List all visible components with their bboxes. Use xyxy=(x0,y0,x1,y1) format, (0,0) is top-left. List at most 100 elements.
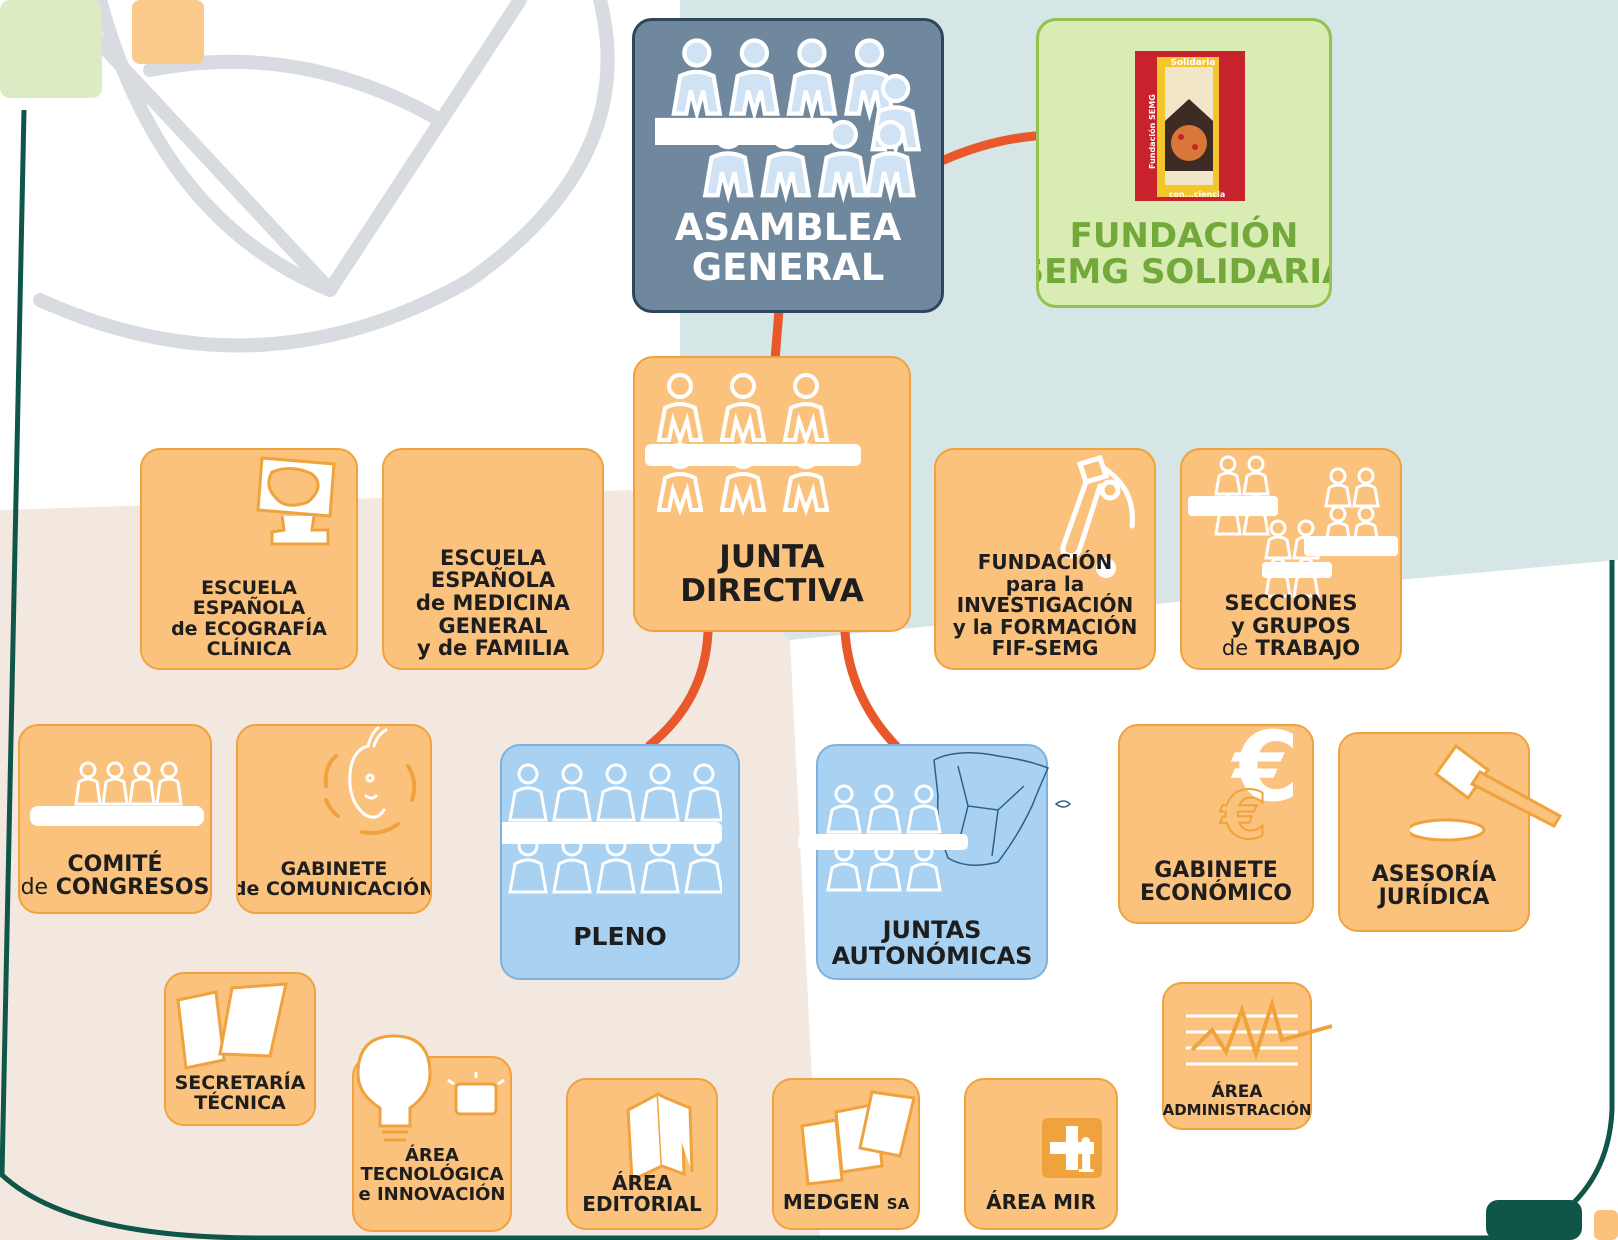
area-editorial-label: ÁREA EDITORIAL xyxy=(578,1170,705,1217)
area-administracion-line-2: ADMINISTRACIÓN xyxy=(1162,1100,1312,1119)
gavel-icon xyxy=(1410,726,1570,856)
area-mir-label: ÁREA MIR xyxy=(982,1192,1100,1214)
gabinete-comunicacion-line-2: de COMUNICACIÓN xyxy=(236,878,432,901)
frame-corner-block-orange xyxy=(1594,1210,1618,1240)
people-group-icon xyxy=(645,368,861,518)
area-editorial-line-1: ÁREA xyxy=(611,1170,672,1195)
connector-junta-pleno xyxy=(645,627,713,750)
node-comite-congresos: COMITÉ de CONGRESOS xyxy=(18,724,212,914)
logo-side-text: Fundación SEMG xyxy=(1147,94,1157,169)
junta-directiva-label-line-2: DIRECTIVA xyxy=(680,572,864,609)
gabinete-economico-line-2: ECONÓMICO xyxy=(1140,881,1292,907)
juntas-autonomicas-label: JUNTAS AUTONÓMICAS xyxy=(828,916,1037,971)
logo-bottom-text: con...ciencia xyxy=(1169,190,1226,199)
asamblea-label-line-1: ASAMBLEA xyxy=(674,206,902,250)
escuela-medicina-line-3: de MEDICINA xyxy=(415,590,571,615)
juntas-autonomicas-line-2: AUTONÓMICAS xyxy=(831,942,1033,971)
comite-line-2-regular: de xyxy=(20,875,49,901)
microscope-icon xyxy=(1046,450,1146,590)
comite-line-2-bold: CONGRESOS xyxy=(55,875,210,901)
fundacion-fif-line-4: y la FORMACIÓN xyxy=(952,614,1138,639)
area-mir-line-1: ÁREA MIR xyxy=(986,1190,1096,1215)
pleno-line-1: PLENO xyxy=(573,922,667,951)
comite-line-1: COMITÉ xyxy=(67,851,163,877)
escuela-medicina-line-1: ESCUELA xyxy=(440,545,546,570)
svg-text:i: i xyxy=(1077,1129,1094,1183)
secretaria-tecnica-line-2: TÉCNICA xyxy=(194,1092,286,1115)
node-medgen-sa: MEDGEN SA xyxy=(772,1078,920,1230)
frame-outline xyxy=(0,109,1615,1240)
people-group-icon xyxy=(502,760,722,898)
node-gabinete-comunicacion: GABINETE de COMUNICACIÓN xyxy=(236,724,432,914)
pleno-label: PLENO xyxy=(569,923,671,950)
escuela-medicina-line-5: y de FAMILIA xyxy=(417,636,569,661)
people-group-icon xyxy=(655,29,927,214)
tech-device-icon xyxy=(444,1072,510,1118)
node-secretaria-tecnica: SECRETARÍA TÉCNICA xyxy=(164,972,316,1126)
area-tecnologica-line-2: TECNOLÓGICA xyxy=(360,1164,504,1186)
connector-asamblea-junta xyxy=(770,305,784,365)
connector-junta-autonomicas xyxy=(840,627,905,755)
area-tecnologica-label: ÁREA TECNOLÓGICA e INNOVACIÓN xyxy=(354,1144,509,1205)
juntas-autonomicas-line-1: JUNTAS xyxy=(882,916,982,945)
fundacion-fif-line-5: FIF-SEMG xyxy=(991,636,1099,661)
gabinete-economico-line-1: GABINETE xyxy=(1154,857,1278,883)
line-chart-icon xyxy=(1182,990,1342,1080)
escuela-ecografia-line-3: de ECOGRAFÍA xyxy=(171,617,327,640)
committee-icon xyxy=(30,758,204,834)
area-editorial-line-2: EDITORIAL xyxy=(582,1192,702,1217)
orange-corner-decoration xyxy=(132,0,204,64)
secciones-line-3-bold: TRABAJO xyxy=(1255,636,1361,661)
svg-text:€: € xyxy=(1219,777,1267,846)
node-fundacion-semg-solidaria: Solidaria con...ciencia Fundación SEMG F… xyxy=(1036,18,1332,308)
documents-icon xyxy=(796,1086,918,1186)
connector-asamblea-fundacion xyxy=(939,131,1040,165)
compass-watermark xyxy=(33,0,615,353)
node-asesoria-juridica: ASESORÍA JURÍDICA xyxy=(1338,732,1563,932)
node-asamblea-general: ASAMBLEA GENERAL xyxy=(632,18,944,313)
node-area-mir: i ÁREA MIR xyxy=(964,1078,1118,1230)
node-pleno: PLENO xyxy=(500,744,740,980)
node-area-editorial: ÁREA EDITORIAL xyxy=(566,1078,718,1230)
node-fundacion-fif-semg: FUNDACIÓN para la INVESTIGACIÓN y la FOR… xyxy=(934,448,1156,670)
svg-text:€: € xyxy=(1231,726,1300,823)
secretaria-tecnica-line-1: SECRETARÍA xyxy=(174,1071,306,1094)
fundacion-fif-line-1: FUNDACIÓN xyxy=(977,550,1113,575)
ultrasound-monitor-icon xyxy=(242,450,352,550)
medgen-line-1-small: SA xyxy=(886,1195,910,1214)
area-tecnologica-line-3: e INNOVACIÓN xyxy=(358,1183,506,1205)
gabinete-economico-label: GABINETE ECONÓMICO xyxy=(1136,857,1296,907)
fundacion-solidaria-logo: Solidaria con...ciencia Fundación SEMG xyxy=(1135,51,1245,201)
asesoria-juridica-line-1: ASESORÍA xyxy=(1371,861,1497,887)
escuela-ecografia-line-4: CLÍNICA xyxy=(206,638,292,661)
node-area-administracion: ÁREA ADMINISTRACIÓN xyxy=(1162,982,1333,1130)
communication-face-icon xyxy=(308,726,428,846)
secretaria-tecnica-label: SECRETARÍA TÉCNICA xyxy=(171,1073,310,1114)
asesoria-juridica-line-2: JURÍDICA xyxy=(1378,885,1490,911)
fundacion-solidaria-label-line-1: FUNDACIÓN xyxy=(1069,215,1299,256)
fundacion-solidaria-label-line-2: SEMG SOLIDARIA xyxy=(1036,252,1332,293)
fundacion-solidaria-label: FUNDACIÓN SEMG SOLIDARIA xyxy=(1036,215,1332,293)
medgen-line-1: MEDGEN SA xyxy=(783,1192,909,1214)
comite-line-2: de CONGRESOS xyxy=(21,876,210,900)
node-area-tecnologica: ÁREA TECNOLÓGICA e INNOVACIÓN xyxy=(352,1034,512,1232)
euro-icon: € € xyxy=(1210,726,1310,846)
asamblea-label-line-2: GENERAL xyxy=(691,246,885,290)
asamblea-label: ASAMBLEA GENERAL xyxy=(671,208,905,288)
fundacion-fif-line-2: para la xyxy=(1005,571,1085,596)
node-escuela-ecografia: ESCUELA ESPAÑOLA de ECOGRAFÍA CLÍNICA xyxy=(140,448,358,670)
documents-icon xyxy=(172,980,302,1070)
escuela-medicina-label: ESCUELA ESPAÑOLA de MEDICINA GENERAL y d… xyxy=(412,545,574,661)
secciones-line-1: SECCIONES xyxy=(1224,590,1358,615)
comite-label: COMITÉ de CONGRESOS xyxy=(20,851,210,901)
secciones-line-2: y GRUPOS xyxy=(1231,613,1351,638)
medgen-line-1-bold: MEDGEN xyxy=(782,1190,880,1215)
escuela-ecografia-label: ESCUELA ESPAÑOLA de ECOGRAFÍA CLÍNICA xyxy=(167,578,331,660)
frame-corner-block xyxy=(1486,1200,1582,1240)
area-tecnologica-line-1: ÁREA xyxy=(404,1144,459,1166)
green-corner-decoration xyxy=(0,0,102,98)
node-secciones-grupos: SECCIONES y GRUPOS de TRABAJO xyxy=(1180,448,1402,670)
people-group-icon xyxy=(798,782,968,896)
asesoria-juridica-label: ASESORÍA JURÍDICA xyxy=(1368,861,1501,911)
gabinete-comunicacion-label: GABINETE de COMUNICACIÓN xyxy=(236,859,432,901)
